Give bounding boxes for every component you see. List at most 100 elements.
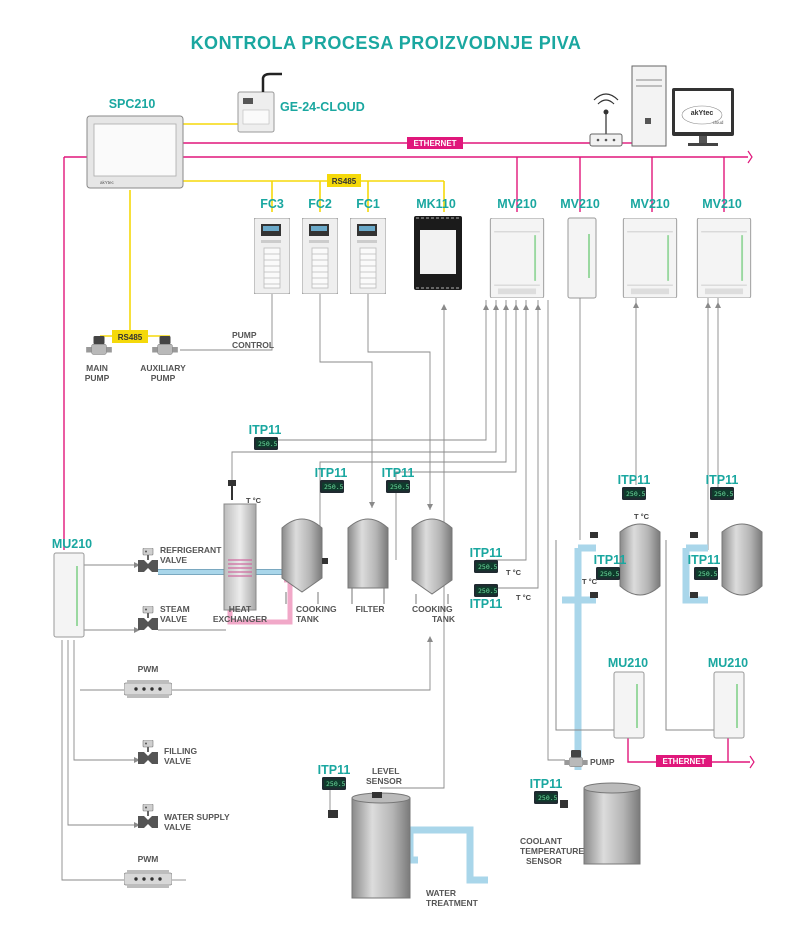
signal-lines: [61, 294, 719, 881]
auxiliary-pump-icon: [152, 336, 178, 355]
pump-control-label-1: PUMP: [232, 330, 257, 340]
svg-text:TEMPERATURE: TEMPERATURE: [520, 846, 584, 856]
svg-text:250.5: 250.5: [538, 794, 558, 802]
ethernet-tag-bottom: ETHERNET: [656, 755, 712, 767]
svg-text:250.5: 250.5: [698, 570, 718, 578]
svg-text:T °C: T °C: [516, 593, 532, 602]
svg-text:akYtec: akYtec: [100, 180, 115, 185]
svg-text:PWM: PWM: [138, 664, 159, 674]
svg-text:WATER: WATER: [426, 888, 456, 898]
mu210-r2-label: MU210: [708, 656, 748, 670]
fc1-label: FC1: [356, 197, 380, 211]
svg-text:TANK: TANK: [432, 614, 456, 624]
svg-text:ITP11: ITP11: [594, 553, 627, 567]
mv210-3-device: [622, 218, 678, 298]
svg-text:ITP11: ITP11: [318, 763, 351, 777]
pwm-1: [124, 680, 172, 698]
svg-text:250.5: 250.5: [258, 440, 278, 448]
svg-text:SENSOR: SENSOR: [366, 776, 402, 786]
mk110-device: [414, 216, 462, 290]
svg-text:SENSOR: SENSOR: [526, 856, 562, 866]
svg-text:ETHERNET: ETHERNET: [662, 757, 705, 766]
svg-text:250.5: 250.5: [478, 563, 498, 571]
svg-text:ITP11: ITP11: [470, 546, 503, 560]
fc3-device: [254, 218, 290, 294]
steam-valve-icon: [138, 606, 158, 631]
rs485-bus: [100, 123, 445, 337]
mu210-r2-device: [713, 671, 745, 739]
svg-text:cloud: cloud: [713, 120, 724, 125]
mu210-r1-device: [613, 671, 645, 739]
spc210-panel: akYtec: [86, 115, 184, 189]
mv210-2-label: MV210: [560, 197, 600, 211]
svg-text:COOKING: COOKING: [296, 604, 337, 614]
router-icon: [589, 93, 623, 147]
svg-text:FILLING: FILLING: [164, 746, 197, 756]
svg-text:T °C: T °C: [582, 577, 598, 586]
svg-text:T °C: T °C: [246, 496, 262, 505]
mv210-2-device: [567, 217, 597, 299]
main-pump-icon: [86, 336, 112, 355]
svg-text:TANK: TANK: [296, 614, 320, 624]
fc3-label: FC3: [260, 197, 284, 211]
svg-text:250.5: 250.5: [626, 490, 646, 498]
ge24-label: GE-24-CLOUD: [280, 100, 365, 114]
svg-text:ITP11: ITP11: [382, 466, 415, 480]
coolant-tank: [583, 782, 641, 865]
ethernet-tag-top: ETHERNET: [407, 137, 463, 149]
fermentation-tank-2: [721, 523, 763, 596]
svg-text:250.5: 250.5: [390, 483, 410, 491]
svg-text:MAIN: MAIN: [86, 363, 108, 373]
refrigerant-valve-icon: [138, 548, 158, 573]
mv210-4-device: [696, 218, 752, 298]
mu210-r1-label: MU210: [608, 656, 648, 670]
itp11-indicators: ITP11 250.5 ITP11 250.5 ITP11 250.5 ITP1…: [249, 423, 739, 804]
rs485-tag-top: RS485: [327, 174, 361, 187]
svg-text:VALVE: VALVE: [164, 756, 191, 766]
mu210-left-device: [53, 552, 85, 638]
svg-text:COOKING: COOKING: [412, 604, 453, 614]
spc210-label: SPC210: [109, 97, 156, 111]
filling-valve-icon: [138, 740, 158, 765]
svg-text:ITP11: ITP11: [530, 777, 563, 791]
rs485-tag-pumps: RS485: [112, 330, 148, 343]
pipes: [158, 540, 716, 884]
svg-text:ETHERNET: ETHERNET: [413, 139, 456, 148]
svg-text:REFRIGERANT: REFRIGERANT: [160, 545, 222, 555]
heat-exchanger: [223, 503, 257, 611]
svg-text:ITP11: ITP11: [249, 423, 282, 437]
svg-text:RS485: RS485: [118, 333, 143, 342]
svg-text:ITP11: ITP11: [688, 553, 721, 567]
water-treatment-tank: [351, 792, 411, 899]
svg-text:PWM: PWM: [138, 854, 159, 864]
mu210-left-label: MU210: [52, 537, 92, 551]
svg-text:VALVE: VALVE: [164, 822, 191, 832]
pwm-2: [124, 870, 172, 888]
fc1-device: [350, 218, 386, 294]
temperature-sensor-icons: [228, 480, 698, 818]
filter-tank: [347, 518, 389, 604]
svg-text:COOLANT: COOLANT: [520, 836, 563, 846]
svg-text:ITP11: ITP11: [470, 597, 503, 611]
svg-text:PUMP: PUMP: [85, 373, 110, 383]
svg-text:PUMP: PUMP: [590, 757, 615, 767]
svg-text:TREATMENT: TREATMENT: [426, 898, 479, 908]
svg-text:ITP11: ITP11: [706, 473, 739, 487]
svg-text:T °C: T °C: [506, 568, 522, 577]
svg-text:EXCHANGER: EXCHANGER: [213, 614, 267, 624]
mv210-3-label: MV210: [630, 197, 670, 211]
svg-text:STEAM: STEAM: [160, 604, 190, 614]
svg-text:VALVE: VALVE: [160, 614, 187, 624]
svg-text:RS485: RS485: [332, 177, 357, 186]
mv210-1-label: MV210: [497, 197, 537, 211]
pc-tower-icon: [631, 65, 667, 147]
svg-text:250.5: 250.5: [326, 780, 346, 788]
signal-arrows: [134, 302, 721, 828]
svg-text:ITP11: ITP11: [618, 473, 651, 487]
fc2-device: [302, 218, 338, 294]
svg-text:250.5: 250.5: [600, 570, 620, 578]
cooking-tank-1: [281, 518, 323, 604]
svg-text:250.5: 250.5: [714, 490, 734, 498]
page-title: KONTROLA PROCESA PROIZVODNJE PIVA: [191, 33, 582, 53]
